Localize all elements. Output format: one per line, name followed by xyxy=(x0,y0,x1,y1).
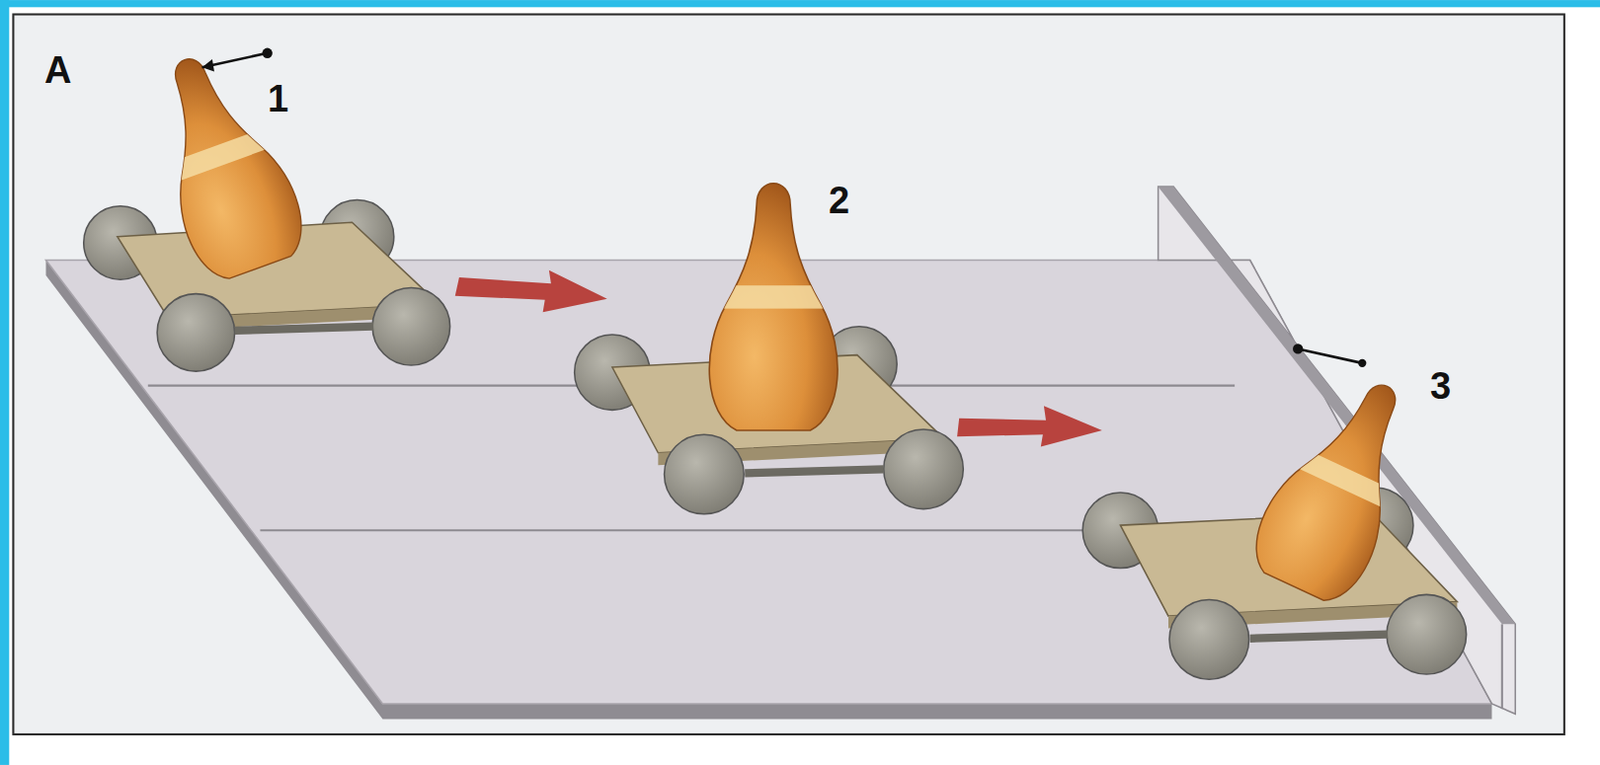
lever-dot xyxy=(1358,359,1366,368)
lever-dot xyxy=(262,48,273,59)
callout-number: 2 xyxy=(828,181,850,220)
panel-letter: A xyxy=(44,51,72,89)
motion-arrow xyxy=(455,270,608,313)
panel xyxy=(12,14,1564,735)
wall xyxy=(1158,186,1517,715)
bowling-pin xyxy=(114,34,331,294)
callout-number: 1 xyxy=(267,80,289,118)
frame-strip xyxy=(0,0,1600,7)
motion-arrow xyxy=(957,405,1103,447)
lever-dot xyxy=(1292,343,1303,354)
frame-strip xyxy=(0,0,9,765)
bowling-pin xyxy=(1225,354,1455,619)
wall-edge xyxy=(1501,624,1504,710)
callout-number: 3 xyxy=(1430,367,1451,405)
lever xyxy=(1297,348,1362,363)
bowling-pin xyxy=(689,183,858,431)
lever-tip xyxy=(202,59,215,72)
